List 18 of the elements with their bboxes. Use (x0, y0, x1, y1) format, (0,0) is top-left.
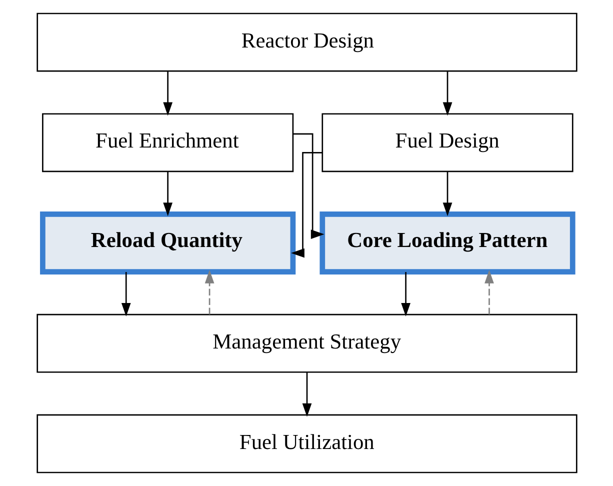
arrow (290, 152, 322, 258)
arrow (162, 71, 172, 116)
node-box: Fuel Design (321, 113, 573, 172)
node-box: Fuel Enrichment (42, 113, 294, 172)
node-box: Reactor Design (36, 12, 577, 72)
node-box: Management Strategy (36, 314, 577, 373)
node-box: Fuel Utilization (36, 414, 577, 474)
arrow (442, 71, 452, 116)
arrow (162, 172, 172, 216)
arrow (302, 372, 312, 417)
node-box: Reload Quantity (40, 212, 296, 274)
arrow (442, 172, 452, 216)
arrow (204, 270, 214, 314)
arrow (484, 270, 494, 314)
arrow (120, 272, 130, 316)
arrow (400, 272, 410, 316)
node-box: Core Loading Pattern (319, 212, 575, 274)
arrow (292, 133, 324, 239)
